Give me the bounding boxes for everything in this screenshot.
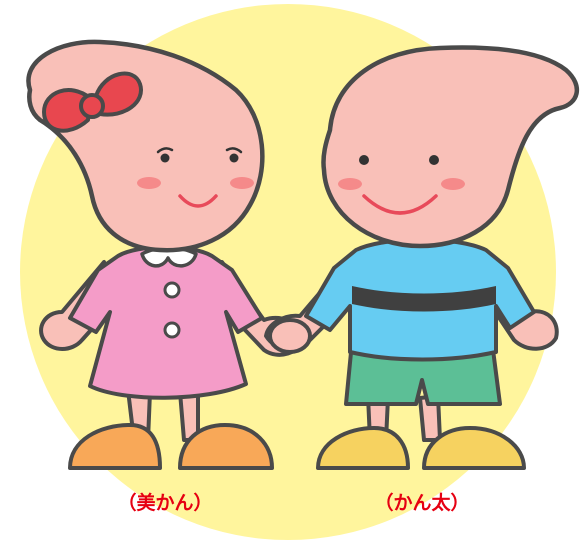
bow-icon bbox=[42, 71, 143, 133]
mikan-left-shoe bbox=[68, 423, 162, 470]
kanta-left-eye bbox=[359, 155, 369, 165]
character-kanta bbox=[264, 45, 580, 470]
mikan-right-cheek bbox=[230, 177, 254, 189]
held-hands bbox=[268, 318, 312, 354]
kanta-right-cheek bbox=[441, 178, 465, 190]
kanta-mouth bbox=[362, 194, 438, 215]
mikan-dress bbox=[68, 245, 264, 400]
mikan-mouth bbox=[178, 194, 218, 208]
name-label-kanta: （かん太） bbox=[374, 492, 470, 514]
name-label-mikan: （美かん） bbox=[117, 492, 213, 514]
mikan-dress-button-top bbox=[163, 281, 181, 299]
kanta-left-cheek bbox=[338, 178, 362, 190]
mikan-dress-button-bottom bbox=[163, 321, 181, 339]
mikan-left-cheek bbox=[137, 177, 161, 189]
kanta-right-shoe bbox=[422, 426, 526, 470]
kanta-left-shoe bbox=[316, 426, 410, 470]
mikan-eyes bbox=[156, 147, 243, 163]
kanta-head bbox=[321, 45, 580, 249]
mikan-right-shoe bbox=[178, 423, 274, 470]
kanta-right-eye bbox=[429, 155, 439, 165]
kanta-belt bbox=[352, 286, 496, 312]
